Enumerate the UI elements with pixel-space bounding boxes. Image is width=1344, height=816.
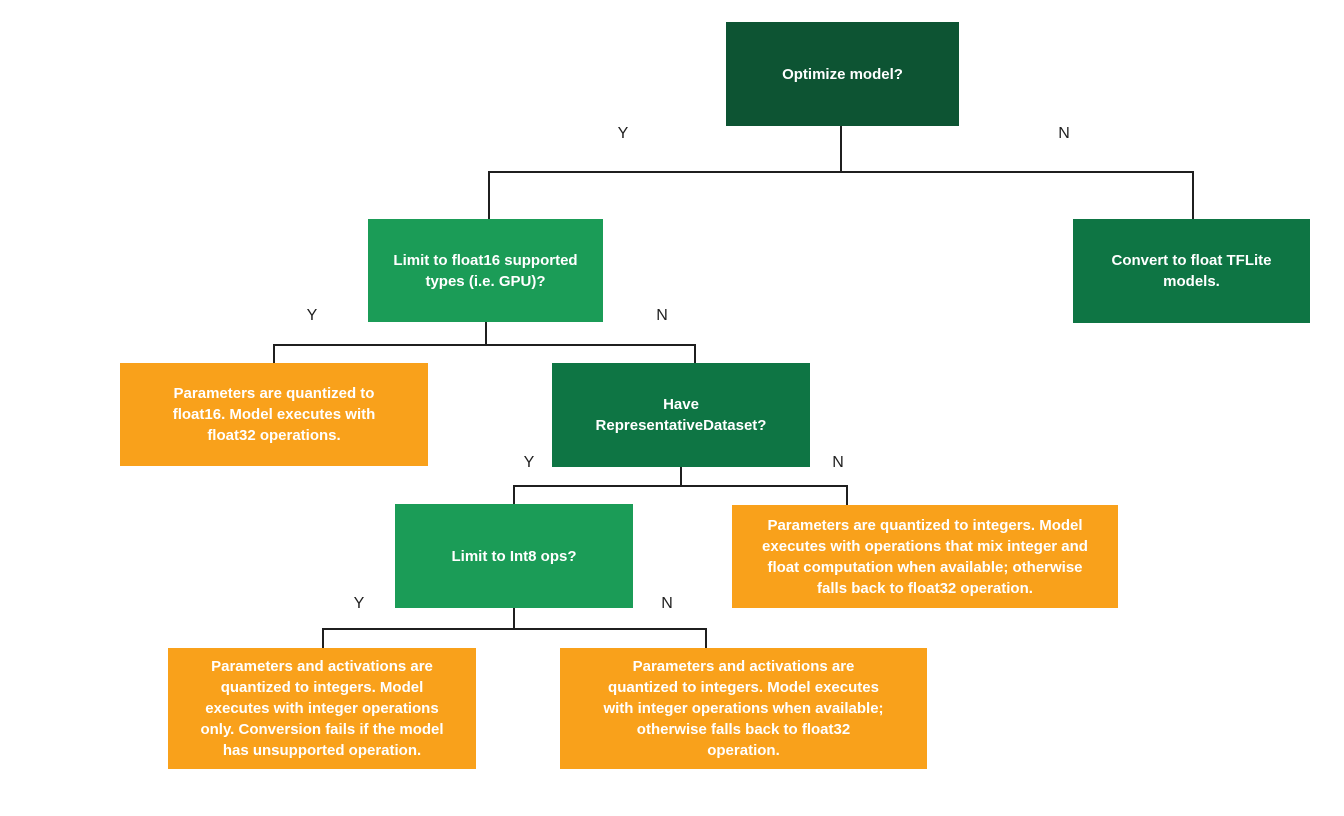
node-limit-float16-question-label: Limit to float16 supported types (i.e. G…: [393, 251, 578, 290]
node-float16-result-label: Parameters are quantized to float16. Mod…: [172, 385, 376, 444]
edge-optimize-no-drop: [1192, 171, 1194, 219]
edge-float16-no-drop: [694, 344, 696, 363]
node-integer-only-result-label: Parameters and activations are quantized…: [200, 658, 444, 759]
node-integer-only-result: Parameters and activations are quantized…: [168, 648, 476, 769]
edge-dataset-split: [514, 485, 847, 487]
node-have-representative-dataset-label: Have RepresentativeDataset?: [595, 396, 767, 434]
edge-dataset-stem: [680, 467, 682, 486]
edge-int8-split: [323, 628, 706, 630]
edge-optimize-stem: [840, 126, 842, 172]
edge-label-dataset-yes: Y: [523, 454, 535, 471]
node-limit-float16-question: Limit to float16 supported types (i.e. G…: [368, 219, 603, 322]
node-optimize-model-label: Optimize model?: [782, 65, 903, 83]
edge-label-optimize-yes: Y: [617, 125, 629, 142]
edge-int8-yes-drop: [322, 628, 324, 648]
edge-label-float16-no: N: [656, 307, 668, 324]
node-float16-result: Parameters are quantized to float16. Mod…: [120, 363, 428, 466]
node-integer-fallback-result: Parameters and activations are quantized…: [560, 648, 927, 769]
edge-float16-stem: [485, 322, 487, 345]
node-limit-int8-question: Limit to Int8 ops?: [395, 504, 633, 608]
node-mixed-integer-float-result: Parameters are quantized to integers. Mo…: [732, 505, 1118, 608]
node-have-representative-dataset: Have RepresentativeDataset?: [552, 363, 810, 467]
edge-float16-yes-drop: [273, 344, 275, 363]
node-convert-float-tflite: Convert to float TFLite models.: [1073, 219, 1310, 323]
edge-label-optimize-no: N: [1058, 125, 1070, 142]
node-convert-float-tflite-label: Convert to float TFLite models.: [1111, 252, 1272, 290]
edge-dataset-yes-drop: [513, 485, 515, 504]
edge-dataset-no-drop: [846, 485, 848, 505]
edge-label-float16-yes: Y: [306, 307, 318, 324]
node-optimize-model: Optimize model?: [726, 22, 959, 126]
edge-label-int8-no: N: [661, 595, 673, 612]
edge-optimize-split: [489, 171, 1193, 173]
node-limit-int8-question-label: Limit to Int8 ops?: [451, 547, 577, 565]
edge-int8-stem: [513, 608, 515, 629]
edge-int8-no-drop: [705, 628, 707, 648]
edge-optimize-yes-drop: [488, 171, 490, 219]
node-mixed-integer-float-result-label: Parameters are quantized to integers. Mo…: [762, 516, 1088, 597]
node-integer-fallback-result-label: Parameters and activations are quantized…: [603, 658, 884, 759]
edge-label-int8-yes: Y: [353, 595, 365, 612]
edge-label-dataset-no: N: [832, 454, 844, 471]
edge-float16-split: [274, 344, 695, 346]
